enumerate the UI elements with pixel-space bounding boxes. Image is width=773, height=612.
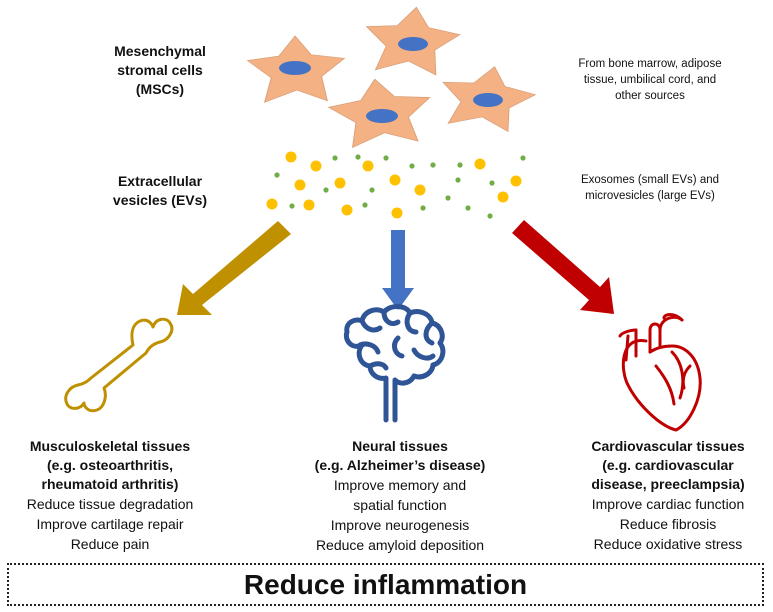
msc-label: Mesenchymal stromal cells (MSCs): [100, 42, 220, 99]
large-ev-dot: [362, 160, 374, 172]
arrow-to-neural: [382, 230, 414, 310]
small-ev-dot: [457, 162, 463, 168]
small-ev-dot: [445, 195, 451, 201]
msc-label-line: Mesenchymal: [114, 43, 206, 59]
msc-nucleus-2: [398, 37, 428, 51]
msc-source-line: From bone marrow, adipose: [578, 58, 722, 70]
neural-effects: Improve memory and spatial function Impr…: [290, 475, 510, 555]
effect-item: Reduce fibrosis: [619, 516, 717, 532]
msc-nucleus-3: [366, 109, 398, 123]
small-ev-dot: [465, 205, 471, 211]
neural-column: Neural tissues (e.g. Alzheimer’s disease…: [290, 437, 510, 555]
ev-label-line: vesicles (EVs): [112, 192, 208, 208]
small-ev-dot: [489, 180, 495, 186]
msc-label-line: (MSCs): [135, 81, 185, 97]
heart-icon: [618, 313, 702, 432]
effect-item: spatial function: [353, 497, 447, 513]
small-ev-dot: [323, 187, 329, 193]
large-ev-dot: [389, 174, 401, 186]
arrow-to-cardiovascular: [512, 220, 614, 314]
effect-item: Reduce oxidative stress: [593, 536, 743, 552]
large-ev-dot: [414, 184, 426, 196]
msc-sources: From bone marrow, adipose tissue, umbili…: [550, 56, 750, 104]
cardiovascular-effects: Improve cardiac function Reduce fibrosis…: [568, 494, 768, 554]
small-ev-dot: [420, 205, 426, 211]
effect-item: Improve cartilage repair: [36, 516, 184, 532]
small-ev-dot: [369, 187, 375, 193]
cardiovascular-heading: Cardiovascular tissues (e.g. cardiovascu…: [568, 437, 768, 494]
small-ev-dot: [355, 154, 361, 160]
small-ev-dot: [332, 155, 338, 161]
bone-icon: [64, 317, 174, 413]
heading-line: Musculoskeletal tissues: [29, 438, 191, 454]
effect-item: Improve cardiac function: [591, 496, 745, 512]
msc-source-line: tissue, umbilical cord, and: [583, 74, 717, 86]
large-ev-dot: [391, 207, 403, 219]
heading-line: (e.g. osteoarthritis,: [46, 457, 174, 473]
arrow-to-musculoskeletal: [177, 221, 291, 315]
msc-label-line: stromal cells: [117, 62, 203, 78]
large-ev-dot: [510, 175, 522, 187]
small-ev-dot: [455, 177, 461, 183]
effect-item: Reduce amyloid deposition: [315, 537, 485, 553]
heading-line: (e.g. cardiovascular: [602, 457, 734, 473]
small-ev-dot: [362, 202, 368, 208]
large-ev-dot: [341, 204, 353, 216]
ev-label: Extracellular vesicles (EVs): [100, 172, 220, 210]
musculoskeletal-effects: Reduce tissue degradation Improve cartil…: [0, 494, 220, 554]
cardiovascular-column: Cardiovascular tissues (e.g. cardiovascu…: [568, 437, 768, 554]
large-ev-dot: [294, 179, 306, 191]
small-ev-dot: [274, 172, 280, 178]
msc-nucleus-4: [473, 93, 503, 107]
large-ev-dot: [310, 160, 322, 172]
small-ev-dot: [487, 213, 493, 219]
large-ev-dot: [474, 158, 486, 170]
neural-heading: Neural tissues (e.g. Alzheimer’s disease…: [290, 437, 510, 475]
heading-line: Cardiovascular tissues: [591, 438, 745, 454]
msc-nucleus-1: [279, 61, 311, 75]
small-ev-dot: [409, 163, 415, 169]
heading-line: rheumatoid arthritis): [41, 476, 179, 492]
large-ev-dot: [285, 151, 297, 163]
msc-source-line: other sources: [615, 90, 685, 102]
heading-line: (e.g. Alzheimer’s disease): [314, 457, 486, 473]
large-ev-dot: [303, 199, 315, 211]
effect-item: Reduce tissue degradation: [26, 496, 194, 512]
brain-icon: [343, 304, 446, 423]
effect-item: Improve neurogenesis: [330, 517, 470, 533]
effect-item: Improve memory and: [333, 477, 467, 493]
large-ev-dot: [334, 177, 346, 189]
small-ev-dot: [383, 155, 389, 161]
musculoskeletal-column: Musculoskeletal tissues (e.g. osteoarthr…: [0, 437, 220, 554]
small-ev-dot: [430, 162, 436, 168]
ev-type-line: Exosomes (small EVs) and: [580, 174, 720, 186]
small-ev-dot: [520, 155, 526, 161]
ev-type-line: microvesicles (large EVs): [585, 190, 715, 202]
large-ev-dot: [266, 198, 278, 210]
musculoskeletal-heading: Musculoskeletal tissues (e.g. osteoarthr…: [0, 437, 220, 494]
large-ev-dot: [497, 191, 509, 203]
vesicle-cloud: [266, 151, 526, 219]
ev-types: Exosomes (small EVs) and microvesicles (…: [550, 172, 750, 204]
heading-line: disease, preeclampsia): [591, 476, 745, 492]
banner-text: Reduce inflammation: [243, 569, 528, 600]
ev-label-line: Extracellular: [117, 173, 203, 189]
small-ev-dot: [289, 203, 295, 209]
reduce-inflammation-banner: Reduce inflammation: [7, 563, 764, 606]
effect-item: Reduce pain: [70, 536, 150, 552]
heading-line: Neural tissues: [352, 438, 448, 454]
